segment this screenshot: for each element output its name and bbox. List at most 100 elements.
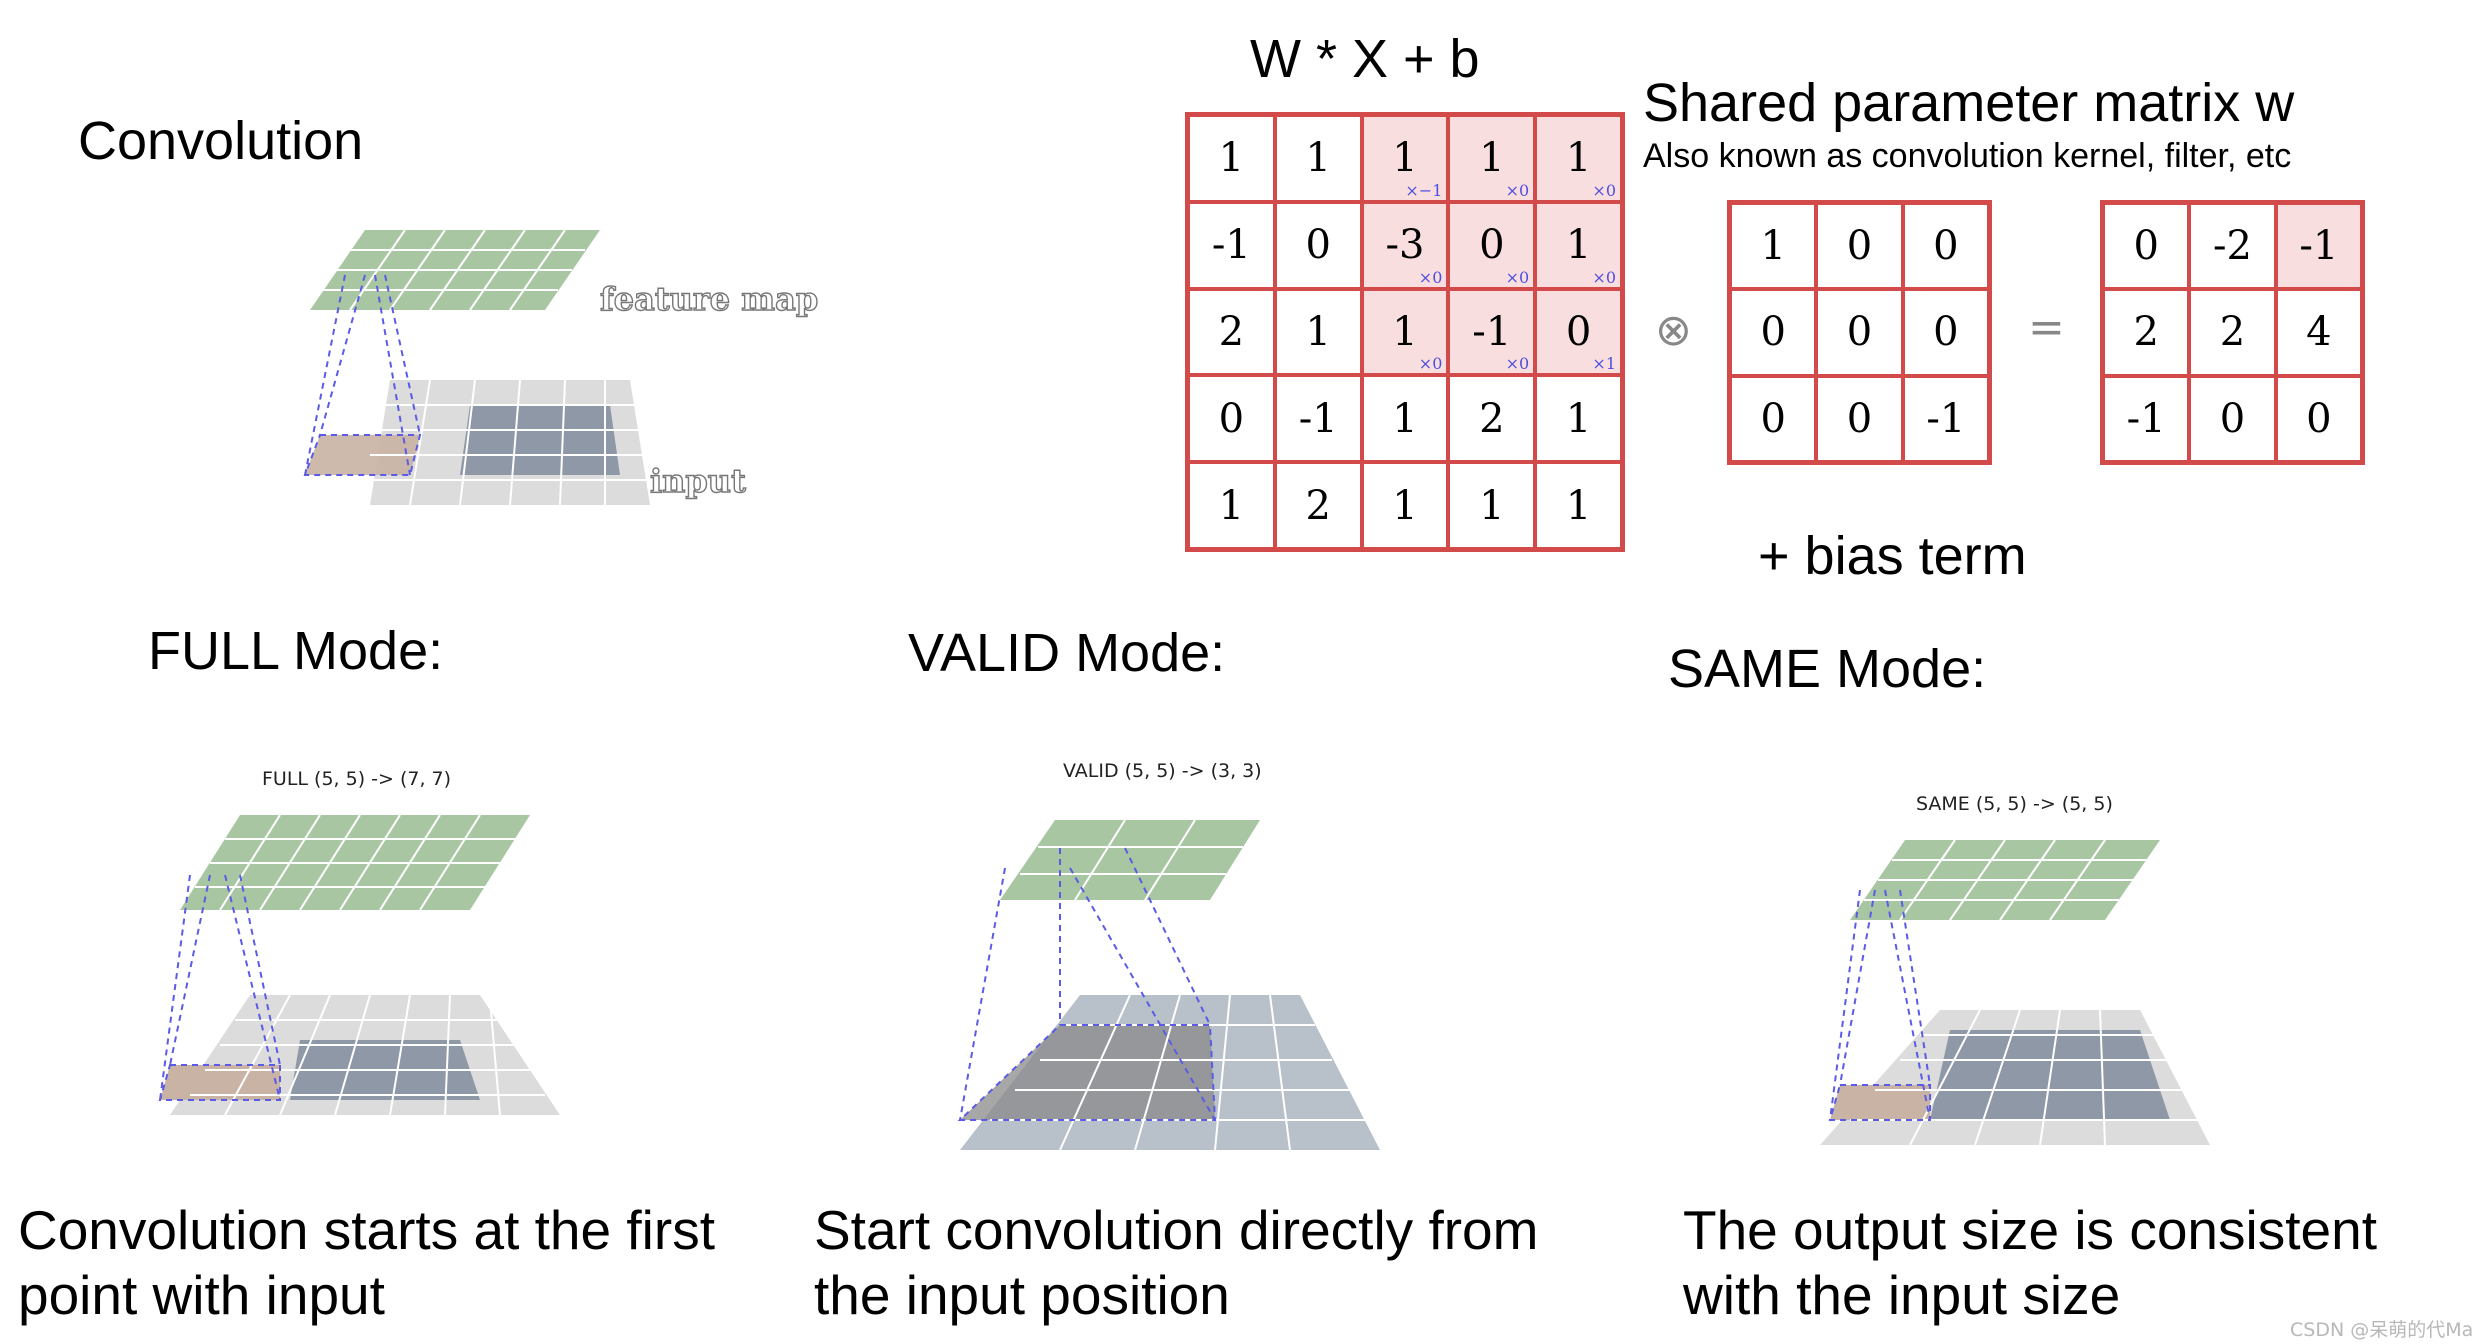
output-matrix-cell: -1 <box>2275 203 2362 290</box>
shared-parameter-title: Shared parameter matrix w <box>1643 73 2295 133</box>
valid-mode-figure <box>957 819 1380 1151</box>
input-matrix-cell: 0×1 <box>1535 288 1622 376</box>
input-matrix-value: 2 <box>1479 395 1505 442</box>
convolution-operator: ⊗ <box>1655 305 1692 356</box>
output-matrix-value: -1 <box>2299 223 2339 270</box>
input-matrix-value: 1 <box>1218 482 1245 529</box>
input-matrix-cell: 1 <box>1535 462 1622 549</box>
output-matrix-value: 2 <box>2133 309 2159 356</box>
output-matrix-value: 4 <box>2306 309 2332 356</box>
output-matrix-cell: -1 <box>2103 375 2190 462</box>
kernel-matrix-cell: 0 <box>1816 375 1903 462</box>
input-matrix-value: 0 <box>1565 308 1592 355</box>
kernel-matrix-value: -1 <box>1926 395 1966 442</box>
valid-mode-heading: VALID Mode: <box>908 623 1226 683</box>
equals-operator: = <box>2028 302 2065 353</box>
input-matrix-value: 1 <box>1479 482 1505 529</box>
input-matrix-value: 1 <box>1305 135 1331 182</box>
kernel-matrix-cell: -1 <box>1902 375 1989 462</box>
output-matrix-value: 0 <box>2133 223 2159 270</box>
kernel-matrix-cell: 1 <box>1730 203 1817 290</box>
kernel-matrix-value: 0 <box>1760 395 1786 442</box>
kernel-matrix-value: 0 <box>1846 395 1873 442</box>
convolution-title: Convolution <box>78 111 364 171</box>
kernel-matrix-cell: 0 <box>1730 289 1817 376</box>
output-matrix-cell: -2 <box>2189 203 2276 290</box>
multiplier-label: ×0 <box>1505 180 1530 200</box>
multiplier-label: ×0 <box>1505 267 1530 287</box>
output-matrix-value: -2 <box>2213 223 2252 270</box>
input-matrix-cell: 2 <box>1188 288 1275 376</box>
multiplier-label: ×0 <box>1592 267 1616 287</box>
valid-mode-subcaption: VALID (5, 5) -> (3, 3) <box>1063 760 1262 782</box>
input-matrix-value: 0 <box>1218 395 1245 442</box>
same-mode-subcaption: SAME (5, 5) -> (5, 5) <box>1916 793 2113 815</box>
input-matrix-cell: 1 <box>1535 375 1622 463</box>
input-matrix-cell: 1 <box>1274 115 1362 202</box>
full-mode-figure <box>158 814 560 1116</box>
watermark: CSDN @呆萌的代Ma <box>2290 1319 2474 1341</box>
input-matrix-cell: -1 <box>1274 375 1362 463</box>
kernel-matrix-value: 0 <box>1846 309 1873 356</box>
output-matrix-value: 0 <box>2306 395 2332 442</box>
input-matrix-value: 1 <box>1565 482 1592 529</box>
output-matrix-value: -1 <box>2126 395 2166 442</box>
convolution-figure: feature map input <box>303 229 819 506</box>
input-matrix-cell: 0 <box>1274 201 1362 289</box>
formula: W * X + b <box>1250 29 1480 89</box>
input-matrix-cell: 1 <box>1361 462 1449 549</box>
same-mode-figure <box>1820 839 2210 1146</box>
input-matrix-cell: 1 <box>1361 375 1449 463</box>
multiplier-label: ×0 <box>1592 180 1616 200</box>
output-matrix-value: 0 <box>2219 395 2246 442</box>
kernel-matrix-value: 0 <box>1760 309 1786 356</box>
kernel-matrix-cell: 0 <box>1730 375 1817 462</box>
multiplier-label: ×0 <box>1418 267 1443 287</box>
input-matrix-value: -3 <box>1385 222 1425 269</box>
multiplier-label: ×−1 <box>1405 180 1443 200</box>
multiplier-label: ×1 <box>1592 354 1616 374</box>
input-matrix-cell: -1×0 <box>1448 288 1536 376</box>
same-mode-caption: The output size is consistent with the i… <box>1683 1199 2377 1326</box>
input-matrix-cell: -1 <box>1188 201 1275 289</box>
bias-term: + bias term <box>1758 526 2027 586</box>
kernel-matrix-cell: 0 <box>1902 203 1989 290</box>
input-matrix-value: 1 <box>1392 308 1418 355</box>
input-matrix-value: 1 <box>1565 222 1592 269</box>
output-matrix-cell: 0 <box>2103 203 2190 290</box>
input-matrix-cell: 0×0 <box>1448 201 1536 289</box>
kernel-matrix-cell: 0 <box>1902 289 1989 376</box>
input-matrix-value: -1 <box>1472 308 1512 355</box>
input-matrix-value: 2 <box>1218 308 1245 355</box>
input-matrix-cell: 1 <box>1274 288 1362 376</box>
kernel-matrix-value: 0 <box>1933 223 1959 270</box>
input-matrix-value: 1 <box>1392 482 1418 529</box>
input-matrix-value: -1 <box>1298 395 1338 442</box>
multiplier-label: ×0 <box>1505 354 1530 374</box>
kernel-matrix-cell: 0 <box>1816 203 1903 290</box>
output-matrix-cell: 2 <box>2103 289 2190 376</box>
same-mode-heading: SAME Mode: <box>1668 639 1987 699</box>
input-matrix-value: 1 <box>1392 135 1418 182</box>
output-matrix-cell: 0 <box>2189 375 2276 462</box>
kernel-matrix-value: 0 <box>1933 309 1959 356</box>
input-matrix-cell: 2 <box>1448 375 1536 463</box>
input-matrix-cell: 1×0 <box>1448 115 1536 202</box>
kernel-matrix-value: 1 <box>1760 223 1786 270</box>
input-matrix-value: 1 <box>1565 395 1592 442</box>
input-matrix-cell: 1×0 <box>1535 201 1622 289</box>
input-matrix-value: 1 <box>1305 308 1331 355</box>
shared-parameter-subtitle: Also known as convolution kernel, filter… <box>1643 137 2292 175</box>
input-matrix-value: 2 <box>1305 482 1331 529</box>
input-matrix-cell: 1×0 <box>1361 288 1449 376</box>
input-matrix-value: 1 <box>1479 135 1505 182</box>
full-mode-heading: FULL Mode: <box>148 621 444 681</box>
input-matrix-value: 0 <box>1305 222 1331 269</box>
input-matrix-cell: 1×−1 <box>1361 115 1449 202</box>
kernel-matrix-value: 0 <box>1846 223 1873 270</box>
output-matrix-cell: 0 <box>2275 375 2362 462</box>
output-matrix-value: 2 <box>2219 309 2246 356</box>
valid-mode-caption: Start convolution directly from the inpu… <box>814 1199 1539 1326</box>
feature-map-label: feature map <box>600 280 818 318</box>
